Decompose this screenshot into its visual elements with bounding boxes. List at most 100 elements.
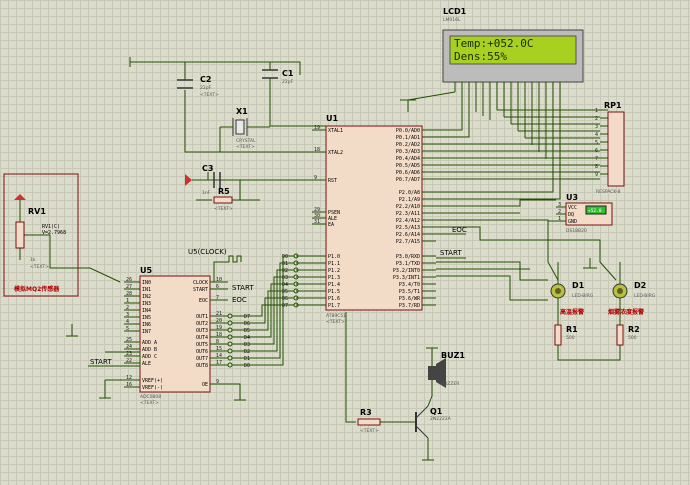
data-bus-wire xyxy=(232,255,294,366)
mcu-p1-pins: P1.0D0P1.1D1P1.2D2P1.3D3P1.4D4P1.5D5P1.6… xyxy=(282,253,340,309)
mcu-p0-name: P0.6/AD6 xyxy=(396,170,420,176)
adc-pin-name: OUT5 xyxy=(196,342,208,348)
data-bus-wire xyxy=(232,304,294,317)
adc-pin-name: OE xyxy=(202,382,208,388)
mcu-p2-name: P2.2/A10 xyxy=(396,204,420,210)
adc-d-label: D5 xyxy=(244,328,250,334)
d1-led[interactable]: D1 LED-BIRG 高温报警 xyxy=(550,281,594,316)
adc-pin-name: OUT6 xyxy=(196,349,208,355)
rv1-ref: RV1 xyxy=(28,207,46,216)
r1-resistor[interactable]: R1 500 xyxy=(554,324,578,346)
u3-part: DS18B20 xyxy=(566,228,587,234)
mcu-p0-name: P0.0/AD0 xyxy=(396,128,420,134)
lcd-part: LM016L xyxy=(443,17,461,23)
d2-led[interactable]: D2 LED-BIRG 烟雾浓度报警 xyxy=(608,281,656,316)
mcu-p1-name: P1.5 xyxy=(328,289,340,295)
adc-d-label: D7 xyxy=(244,314,250,320)
mcu-p2-name: P2.1/A9 xyxy=(399,197,420,203)
adc-pin-name: OUT7 xyxy=(196,356,208,362)
u3-pin-num-3: 3 xyxy=(558,202,561,208)
adc-text: <TEXT> xyxy=(140,400,159,406)
mcu-pin-name: RST xyxy=(328,178,337,184)
adc-pin-num: 3 xyxy=(126,312,129,318)
c1-cap[interactable]: C1 22pF xyxy=(262,69,294,85)
mcu-p1-name: P1.0 xyxy=(328,254,340,260)
mcu-pin-num: 30 xyxy=(314,213,320,219)
junction-icon xyxy=(227,362,233,368)
clock-wire xyxy=(210,261,226,283)
adc-pin-num: 25 xyxy=(126,337,132,343)
junction-icon xyxy=(227,355,233,361)
adc-pin-num: 10 xyxy=(216,277,222,283)
adc-pin-name: OUT4 xyxy=(196,335,208,341)
rv1-text: <TEXT> xyxy=(30,264,49,270)
rv1-volt: V=2.7968 xyxy=(42,230,66,236)
mcu-pin-num: 19 xyxy=(314,125,320,131)
crystal-x1[interactable]: X1 CRYSTAL <TEXT> xyxy=(232,107,256,150)
mcu-p1-name: P1.7 xyxy=(328,303,340,309)
rp1-respack[interactable]: RP1 RESPACK-8 xyxy=(596,101,625,195)
adc-pin-num: 12 xyxy=(126,375,132,381)
adc-d-label: D6 xyxy=(244,321,250,327)
adc-pin-num: 1 xyxy=(126,298,129,304)
mcu-p3-name: P3.2/INT0 xyxy=(393,268,420,274)
mcu-p3-name: P3.6/WR xyxy=(399,296,421,302)
net-start-mcu: START xyxy=(440,249,462,257)
adc-d-label: D1 xyxy=(244,356,250,362)
rp1-pin-num: 8 xyxy=(595,164,598,170)
u3-ref: U3 xyxy=(566,193,578,202)
r3-resistor[interactable]: R3 <TEXT> xyxy=(357,408,381,434)
q1-transistor[interactable]: Q1 2N2222A xyxy=(415,405,452,439)
adc-pin-num: 6 xyxy=(216,284,219,290)
rv1-power-icon xyxy=(14,194,26,200)
adc-pin-name: IN2 xyxy=(142,294,151,300)
p1-bus-label: D0 xyxy=(282,254,288,260)
buz-part: BUZZER xyxy=(441,381,459,387)
u3-pin-num-2: 2 xyxy=(558,209,561,215)
mcu-p3-name: P3.5/T1 xyxy=(399,289,420,295)
p0-bus-wires xyxy=(436,106,600,180)
mcu-p2-name: P2.6/A14 xyxy=(396,232,420,238)
buz-q-wires xyxy=(345,312,438,461)
adc-pin-name: EOC xyxy=(199,298,208,304)
r1-ref: R1 xyxy=(566,325,578,334)
p1-bus-label: D3 xyxy=(282,275,288,281)
buzzer-buz1[interactable]: BUZ1 BUZZER xyxy=(428,351,465,388)
c2-text: <TEXT> xyxy=(200,92,219,98)
u3-ds18b20[interactable]: +52.0 U3 DS18B20 VCC DQ GND xyxy=(565,193,613,234)
lcd-module[interactable]: Temp:+052.0C Dens:55% LCD1 LM016L xyxy=(442,7,584,83)
mcu-pin-num: 29 xyxy=(314,207,320,213)
junction-icon xyxy=(227,341,233,347)
data-bus-wire xyxy=(232,269,294,352)
r3-ref: R3 xyxy=(360,408,372,417)
c3-cap[interactable]: C3 1nF xyxy=(202,164,221,196)
adc-pin-name: IN5 xyxy=(142,315,151,321)
adc-pin-num: 21 xyxy=(216,311,222,317)
adc-pin-num: 23 xyxy=(126,351,132,357)
mcu-pin-name: ALE xyxy=(328,216,337,222)
adc-pin-name: ADD B xyxy=(142,347,157,353)
c3-ref: C3 xyxy=(202,164,213,173)
adc-pin-name: ADD C xyxy=(142,354,157,360)
adc-d-label: D2 xyxy=(244,349,250,355)
mcu-p3-name: P3.3/INT1 xyxy=(393,275,420,281)
adc-pin-num: 14 xyxy=(216,353,222,359)
u3-pin-vcc: VCC xyxy=(568,205,577,211)
adc-u5[interactable]: U5 ADC0808 <TEXT> xyxy=(139,266,211,406)
junction-icon xyxy=(227,348,233,354)
mcu-p1-name: P1.3 xyxy=(328,275,340,281)
r5-resistor[interactable]: R5 <TEXT> xyxy=(213,187,233,212)
r2-resistor[interactable]: R2 500 xyxy=(616,324,640,346)
rp1-pin-num: 5 xyxy=(595,140,598,146)
c2-cap[interactable]: C2 22pF <TEXT> xyxy=(177,75,219,98)
mcu-u1[interactable]: U1 AT89C51 <TEXT> xyxy=(325,114,423,325)
led-wires xyxy=(557,258,621,361)
q1-ref: Q1 xyxy=(430,407,443,416)
rv1-sensor-box[interactable]: RV1 1k <TEXT> RV1(C) V=2.7968 模拟MQ2传感器 xyxy=(3,173,79,297)
mcu-p3-name: P3.1/TXD xyxy=(396,261,420,267)
mcu-p1-name: P1.2 xyxy=(328,268,340,274)
r2-ref: R2 xyxy=(628,325,640,334)
adc-pin-num: 20 xyxy=(216,318,222,324)
